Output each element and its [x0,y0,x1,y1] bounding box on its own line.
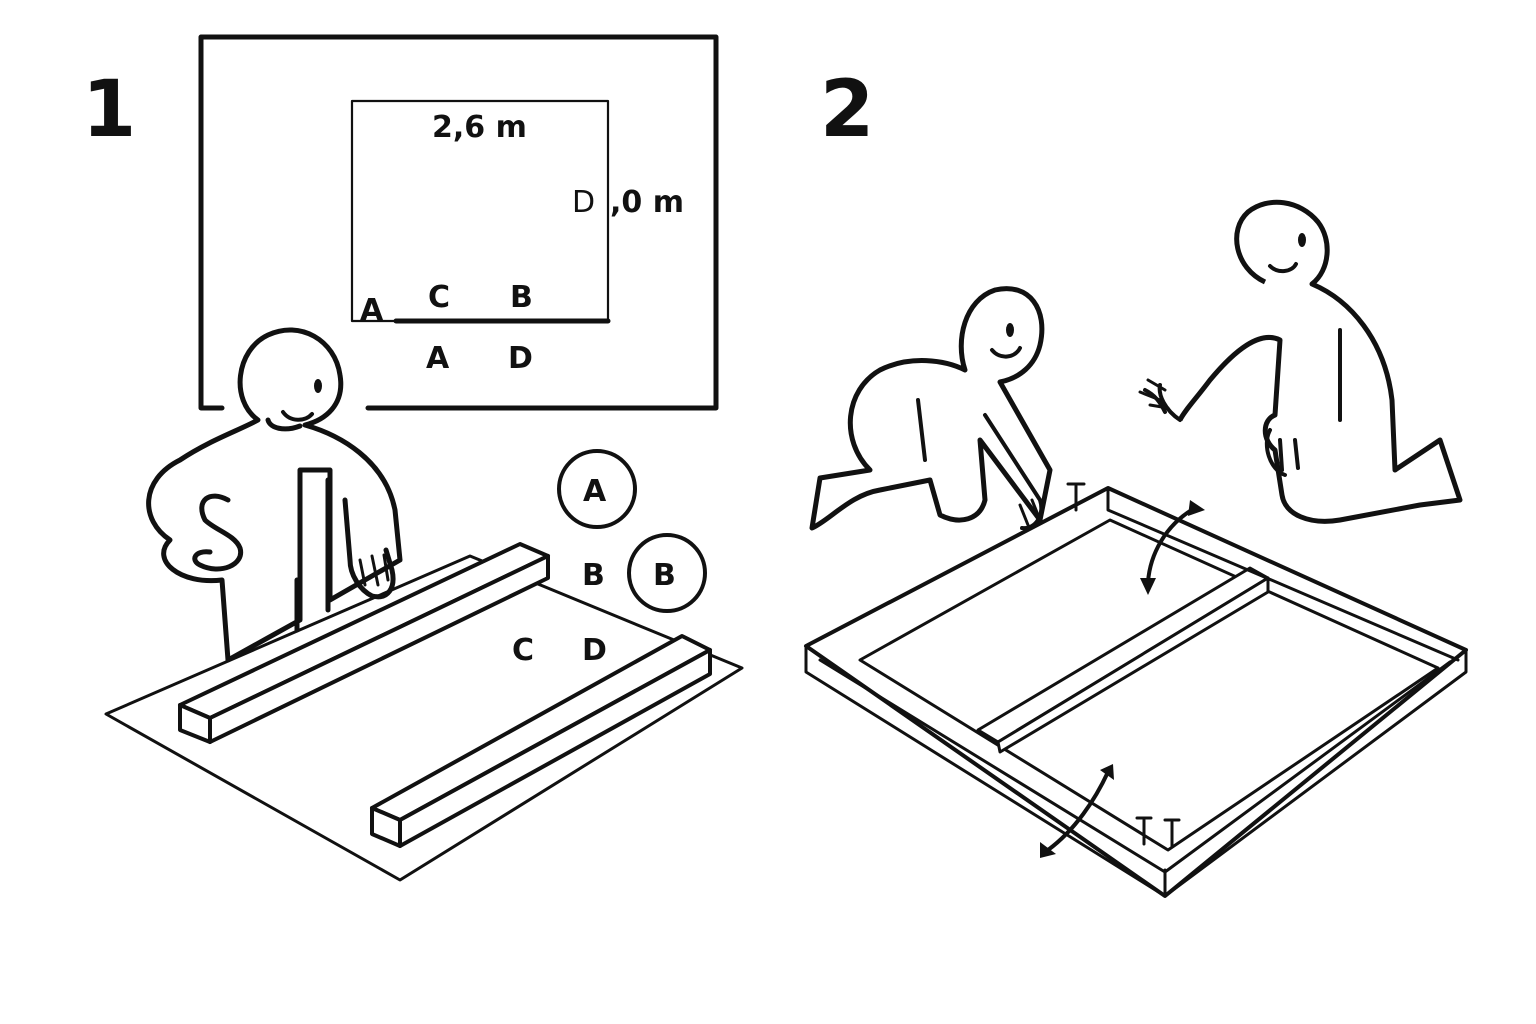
plan-height-letter: D [572,185,595,220]
plan-height-label: ,0 m [610,185,684,220]
person-kneeling-right [1138,199,1463,524]
person-kneeling-left [809,286,1053,532]
step-number-1: 1 [82,65,136,155]
step-number-2: 2 [820,65,874,155]
part-label-d: D [582,633,607,668]
person-step-1 [146,327,403,663]
beam-short [370,634,712,848]
plan-width-label: 2,6 m [432,110,527,145]
rotation-arrow-top [1140,500,1205,595]
part-label-c: C [512,633,534,668]
plan-label-a-below: A [426,341,450,376]
beam-long [178,542,550,744]
wall-plan-board [198,34,719,411]
plan-corner-a: A [360,293,384,328]
part-label-b: B [582,558,605,593]
plan-label-b: B [510,280,533,315]
plan-label-d-below: D [508,341,533,376]
part-circle-a: A [557,449,637,529]
ground-sheet [104,554,744,882]
part-circle-b-label: B [653,558,676,593]
rotation-arrow-bottom [1040,764,1114,858]
part-circle-b: B [627,533,707,613]
plan-label-c: C [428,280,450,315]
wooden-frame [804,482,1468,898]
part-circle-a-label: A [583,474,607,509]
